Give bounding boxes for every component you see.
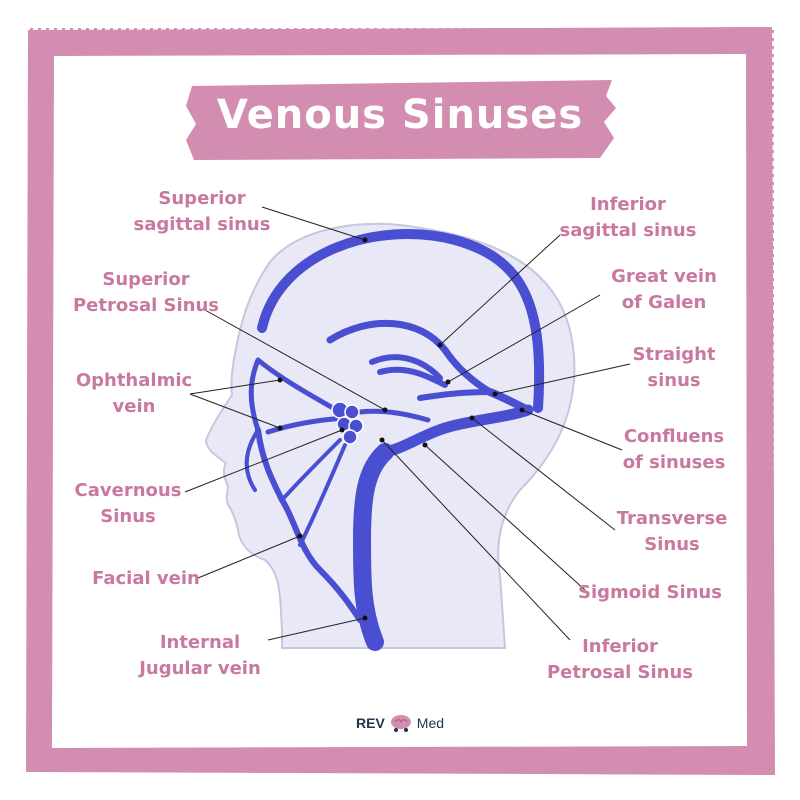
leader-confluens: [521, 409, 623, 451]
leader-ophthalmic-1: [189, 379, 281, 395]
label-line: Inferior: [590, 194, 666, 215]
logo-text-right: Med: [416, 715, 445, 731]
revmed-logo: REV Med: [356, 712, 444, 734]
label-line: Internal: [159, 632, 241, 653]
leader-straight: [494, 363, 631, 395]
inferior-sagittal-sinus-shape: [326, 319, 494, 396]
transverse-sinus-shape: [379, 404, 534, 458]
label-line: Sinus: [644, 534, 700, 555]
page-title: Venous Sinuses: [216, 92, 584, 138]
leader-inferior-sagittal: [439, 234, 561, 346]
label-line: Great vein: [611, 266, 717, 287]
leader-superior-petrosal: [204, 309, 386, 411]
leader-inferior-petrosal: [381, 439, 571, 641]
label-straight-sinus: Straight sinus: [632, 342, 715, 394]
great-vein-of-galen-shape: [369, 354, 493, 401]
frame-rough-edge: [28, 28, 774, 772]
label-line: Transverse: [616, 508, 728, 529]
label-line: Straight: [632, 344, 716, 365]
marker-cavernous: [339, 427, 345, 433]
label-line: Sinus: [100, 506, 156, 527]
ophthalmic-vein-shape: [248, 357, 348, 435]
label-line: Inferior: [582, 636, 658, 657]
label-line: Ophthalmic: [75, 370, 193, 391]
marker-inferior-sagittal: [437, 342, 443, 348]
label-line: of Galen: [621, 292, 707, 313]
facial-vein-branches: [244, 428, 347, 547]
label-line: Superior: [102, 269, 190, 290]
label-line: Superior: [158, 188, 246, 209]
label-cavernous-sinus: Cavernous Sinus: [75, 478, 182, 530]
label-line: Facial vein: [92, 568, 200, 589]
label-line: Confluens: [623, 426, 725, 447]
label-transverse-sinus: Transverse Sinus: [617, 506, 728, 558]
marker-internal-jugular: [362, 615, 368, 621]
leader-great-vein: [447, 294, 601, 383]
leader-facial: [197, 535, 301, 579]
head-silhouette: [204, 222, 576, 649]
label-facial-vein: Facial vein: [92, 566, 200, 592]
leader-internal-jugular: [267, 617, 366, 641]
title-banner: [186, 80, 616, 160]
leader-superior-sagittal: [261, 206, 366, 241]
label-line: sinus: [647, 370, 701, 391]
marker-ophthalmic-1: [277, 377, 283, 383]
logo-text-left: REV: [356, 715, 385, 731]
label-superior-sagittal-sinus: Superior sagittal sinus: [134, 186, 271, 238]
label-inferior-sagittal-sinus: Inferior sagittal sinus: [560, 192, 697, 244]
label-sigmoid-sinus: Sigmoid Sinus: [578, 580, 722, 606]
label-line: sagittal sinus: [559, 220, 697, 241]
label-inferior-petrosal-sinus: Inferior Petrosal Sinus: [547, 634, 693, 686]
label-confluens-of-sinuses: Confluens of sinuses: [623, 424, 726, 476]
label-line: vein: [112, 396, 156, 417]
label-line: sagittal sinus: [133, 214, 271, 235]
label-superior-petrosal-sinus: Superior Petrosal Sinus: [73, 267, 219, 319]
marker-facial: [297, 533, 303, 539]
label-line: Petrosal Sinus: [546, 662, 694, 683]
leader-sigmoid: [424, 444, 586, 591]
brain-icon: [390, 715, 411, 732]
marker-superior-sagittal: [362, 237, 368, 243]
label-line: Petrosal Sinus: [72, 295, 220, 316]
leader-transverse: [471, 417, 616, 531]
label-line: of sinuses: [622, 452, 726, 473]
label-internal-jugular-vein: Internal Jugular vein: [139, 630, 261, 682]
leader-ophthalmic-2: [189, 393, 281, 429]
leader-cavernous: [184, 429, 343, 493]
label-line: Sigmoid Sinus: [578, 582, 722, 603]
label-ophthalmic-vein: Ophthalmic vein: [76, 368, 192, 420]
marker-straight: [492, 391, 498, 397]
marker-great-vein: [445, 379, 451, 385]
superior-sagittal-sinus-shape: [257, 229, 545, 413]
marker-inferior-petrosal: [379, 437, 385, 443]
marker-sigmoid: [422, 442, 428, 448]
label-line: Jugular vein: [139, 658, 261, 679]
marker-superior-petrosal: [382, 407, 388, 413]
label-great-vein-of-galen: Great vein of Galen: [611, 264, 717, 316]
marker-ophthalmic-2: [277, 425, 283, 431]
label-line: Cavernous: [74, 480, 182, 501]
marker-transverse: [469, 415, 475, 421]
internal-jugular-vein-shape: [353, 443, 394, 651]
superior-petrosal-sinus-shape: [357, 408, 431, 423]
marker-confluens: [519, 407, 525, 413]
